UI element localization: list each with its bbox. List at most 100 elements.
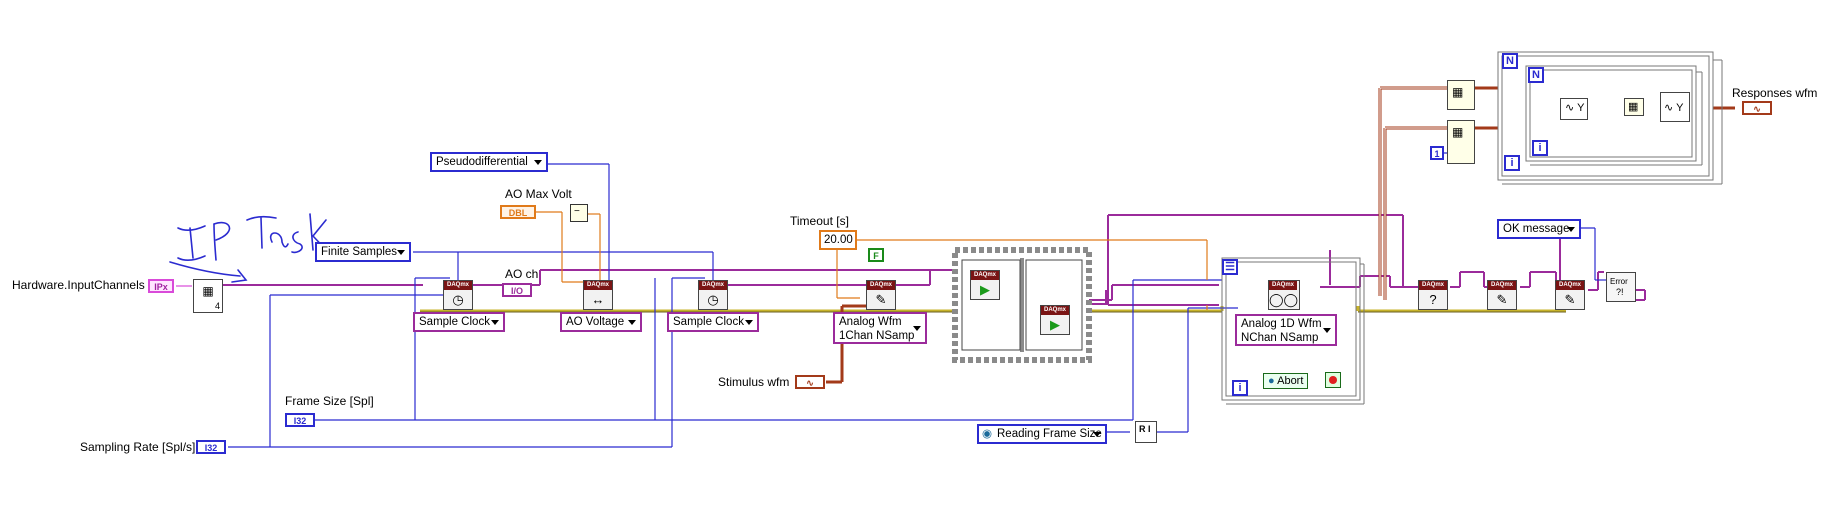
daqmx-header: DAQmx <box>584 281 612 290</box>
analog-wfm-line2: 1Chan NSamp <box>839 330 915 342</box>
clock-icon: ◷ <box>452 292 464 307</box>
while-loop-iteration: i <box>1232 380 1248 396</box>
daqmx-header: DAQmx <box>971 271 999 280</box>
sampling-rate-terminal[interactable]: I32 <box>196 440 226 454</box>
ao-voltage-text: AO Voltage <box>566 316 625 328</box>
daqmx-start-vi-1[interactable]: DAQmx ▶ <box>970 270 1000 300</box>
false-constant[interactable]: F <box>868 248 884 262</box>
channel-count-vi[interactable]: ▦ 4 <box>193 279 223 313</box>
array-icon: ▦ <box>1628 101 1639 113</box>
daqmx-header: DAQmx <box>867 281 895 290</box>
analog-1d-line1: Analog 1D Wfm <box>1241 318 1322 330</box>
finite-samples-enum[interactable]: Finite Samples <box>315 242 411 262</box>
inner-loop-iteration: i <box>1532 140 1548 156</box>
waveform-icon: ∿ Y <box>1565 102 1585 114</box>
play-icon: ▶ <box>980 282 990 297</box>
ao-ch-label: AO ch <box>505 267 539 281</box>
ao-max-volt-terminal[interactable]: DBL <box>500 205 536 219</box>
frame-size-terminal[interactable]: I32 <box>285 413 315 427</box>
ao-ch-terminal[interactable]: I/O <box>502 283 532 297</box>
build-waveform-function[interactable]: ∿ Y <box>1660 92 1690 122</box>
daqmx-header: DAQmx <box>1488 281 1516 290</box>
daqmx-timing-vi-1[interactable]: DAQmx ◷ <box>443 280 473 310</box>
sampling-rate-label: Sampling Rate [Spl/s] <box>80 440 196 454</box>
timeout-control[interactable]: 20.00 <box>819 230 857 250</box>
sample-clock-enum-2[interactable]: Sample Clock <box>667 312 759 332</box>
daqmx-clear-vi-2[interactable]: DAQmx ✎ <box>1555 280 1585 310</box>
clock-icon: ◷ <box>707 292 719 307</box>
integer-wires <box>228 141 1608 448</box>
daqmx-header: DAQmx <box>1419 281 1447 290</box>
ok-message-text: OK message <box>1503 223 1570 235</box>
while-loop <box>1221 257 1365 405</box>
write-icon: ✎ <box>875 292 887 307</box>
channel-icon: ▦ <box>202 284 214 298</box>
hardware-channels-terminal[interactable]: IPx <box>148 279 174 293</box>
build-array-function[interactable]: ▦ <box>1624 98 1644 116</box>
integer-conversion-function[interactable]: R I <box>1135 421 1157 443</box>
index-array-function-1[interactable]: ▦ <box>1447 80 1475 110</box>
analog-1d-line2: NChan NSamp <box>1241 332 1319 344</box>
waveform-icon: ∿ <box>1753 104 1761 114</box>
inner-loop-count: N <box>1528 67 1544 83</box>
property-icon: ◉ <box>982 428 993 440</box>
finite-samples-text: Finite Samples <box>321 246 398 258</box>
daqmx-header: DAQmx <box>1269 281 1297 290</box>
daqmx-start-vi-2[interactable]: DAQmx ▶ <box>1040 305 1070 335</box>
conversion-icon: R I <box>1139 424 1151 434</box>
abort-button[interactable]: ● Abort <box>1263 373 1309 389</box>
channel-count: 4 <box>214 301 220 311</box>
pseudodifferential-text: Pseudodifferential <box>436 156 528 168</box>
eraser-icon: ✎ <box>1496 292 1508 307</box>
wait-icon: ? <box>1429 292 1437 307</box>
array-icon: ▦ <box>1452 125 1464 139</box>
ao-max-volt-label: AO Max Volt <box>505 187 572 201</box>
negate-function[interactable]: − <box>570 204 588 222</box>
read-icon: ◯◯ <box>1269 292 1299 307</box>
ok-message-enum[interactable]: OK message <box>1497 219 1581 239</box>
abort-icon: ● <box>1268 375 1275 387</box>
sample-clock-enum-1[interactable]: Sample Clock <box>413 312 505 332</box>
channel-glyph: IPx <box>154 282 168 292</box>
timeout-label: Timeout [s] <box>790 214 849 228</box>
analog-1d-wfm-enum[interactable]: Analog 1D Wfm NChan NSamp <box>1235 314 1337 346</box>
daqmx-create-channel-vi[interactable]: DAQmx ↔ <box>583 280 613 310</box>
stop-condition-icon[interactable] <box>1325 372 1341 388</box>
index-array-function-2[interactable]: ▦ <box>1447 120 1475 164</box>
analog-wfm-line1: Analog Wfm <box>839 316 902 328</box>
negate-icon: − <box>574 206 580 217</box>
daqmx-header: DAQmx <box>444 281 472 290</box>
responses-wfm-label: Responses wfm <box>1732 86 1818 100</box>
responses-wfm-terminal[interactable]: ∿ <box>1742 101 1772 115</box>
daqmx-header: DAQmx <box>1041 306 1069 315</box>
analog-wfm-enum[interactable]: Analog Wfm 1Chan NSamp <box>833 312 927 344</box>
loop-count-constant[interactable]: 1 <box>1430 146 1444 160</box>
daqmx-wait-vi[interactable]: DAQmx ? <box>1418 280 1448 310</box>
stimulus-wfm-label: Stimulus wfm <box>718 375 790 389</box>
daqmx-clear-vi-1[interactable]: DAQmx ✎ <box>1487 280 1517 310</box>
frame-size-label: Frame Size [Spl] <box>285 394 374 408</box>
handwritten-annotation <box>169 213 329 283</box>
array-icon: ▦ <box>1452 85 1464 99</box>
error-handler-label: Error <box>1610 277 1628 286</box>
daqmx-header: DAQmx <box>1556 281 1584 290</box>
stimulus-wfm-terminal[interactable]: ∿ <box>795 375 825 389</box>
pseudodifferential-enum[interactable]: Pseudodifferential <box>430 152 548 172</box>
daqmx-timing-vi-2[interactable]: DAQmx ◷ <box>698 280 728 310</box>
reading-frame-size-enum[interactable]: ◉ Reading Frame Size <box>977 424 1107 444</box>
daqmx-read-vi[interactable]: DAQmx ◯◯ <box>1268 280 1300 310</box>
play-icon: ▶ <box>1050 317 1060 332</box>
hardware-input-channels-label: Hardware.InputChannels <box>12 278 145 292</box>
ao-voltage-enum[interactable]: AO Voltage <box>560 312 642 332</box>
error-icon: ?! <box>1616 287 1624 297</box>
error-handler-vi[interactable]: Error ?! <box>1606 272 1636 302</box>
outer-loop-iteration: i <box>1504 155 1520 171</box>
reading-frame-size-text: Reading Frame Size <box>997 428 1102 440</box>
waveform-subset-function[interactable]: ∿ Y <box>1560 98 1588 120</box>
waveform-icon: ∿ Y <box>1664 102 1684 114</box>
ao-channel-icon: ↔ <box>591 292 605 307</box>
waveform-icon: ∿ <box>806 378 814 388</box>
daqmx-header: DAQmx <box>699 281 727 290</box>
daqmx-write-vi[interactable]: DAQmx ✎ <box>866 280 896 310</box>
